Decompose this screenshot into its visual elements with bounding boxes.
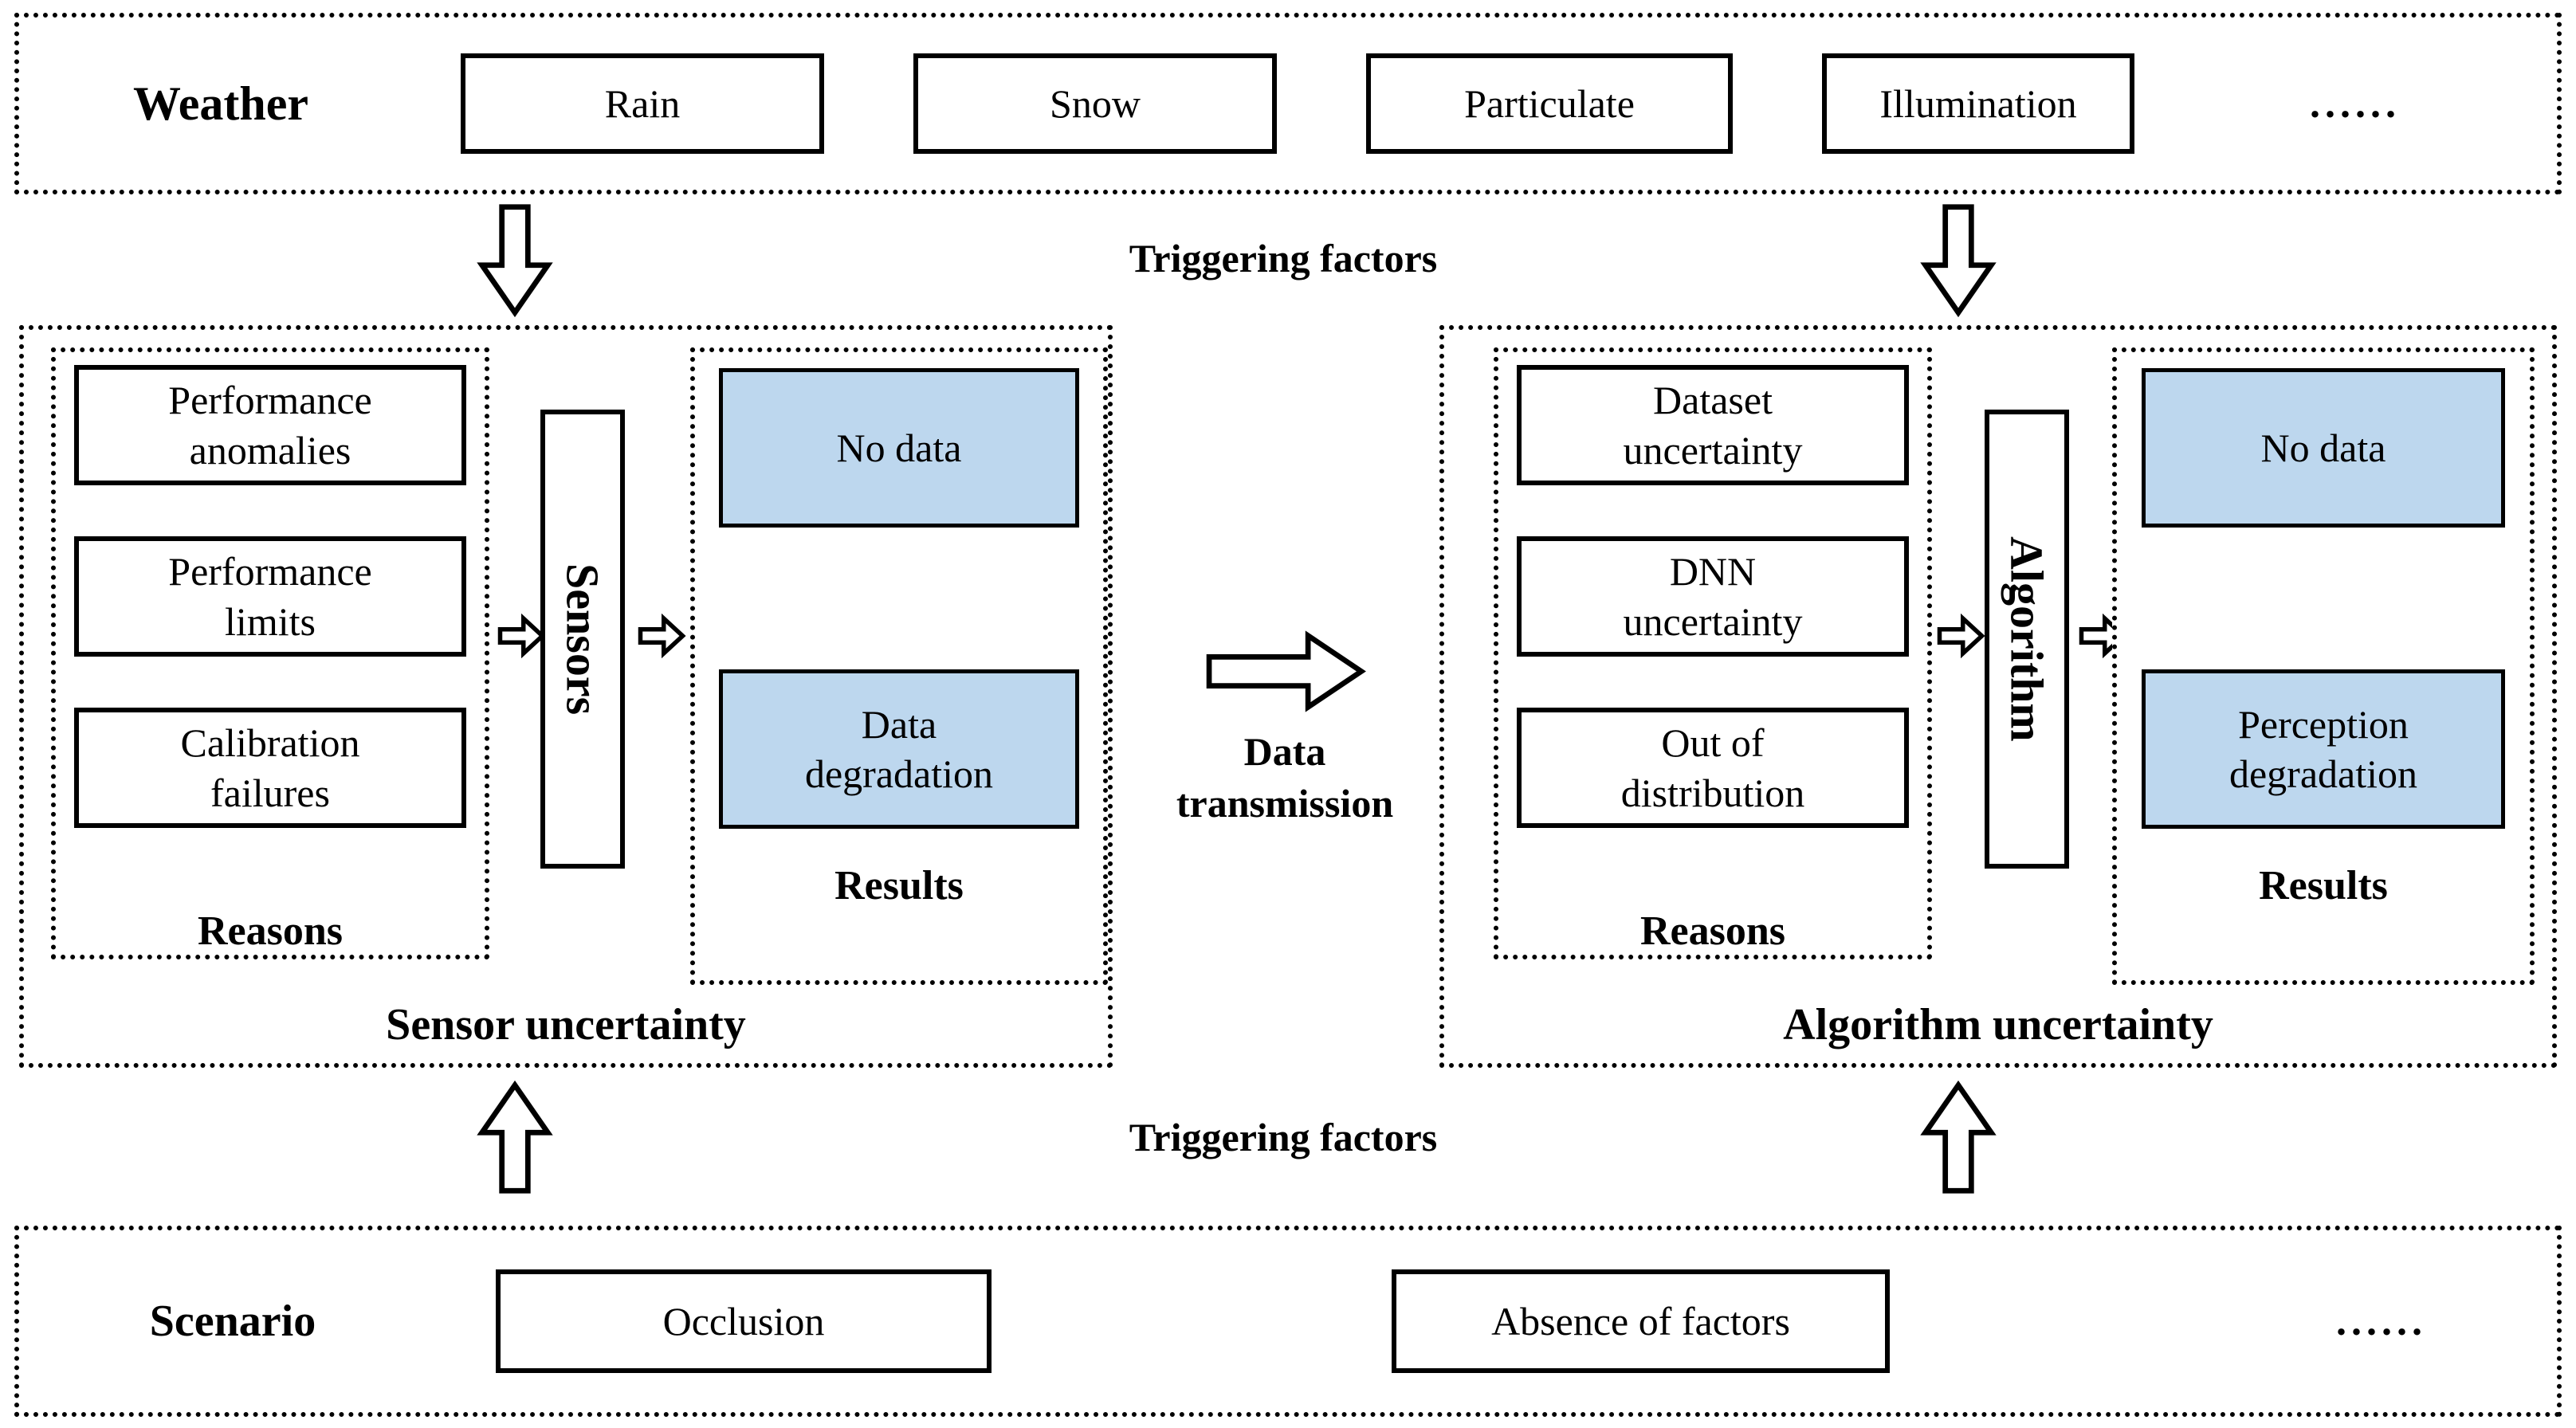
weather-factor-box-rain: Rain <box>461 53 824 154</box>
sensor-uncertainty-title: Sensor uncertainty <box>386 1000 746 1049</box>
algorithm-uncertainty-section: Dataset uncertainty DNN uncertainty Out … <box>1439 325 2557 1068</box>
result-box-data-degradation: Data degradation <box>719 669 1079 829</box>
up-arrow-icon <box>1920 1081 1997 1195</box>
scenario-band-label: Scenario <box>149 1297 316 1346</box>
weather-factor-box-illumination: Illumination <box>1822 53 2134 154</box>
data-transmission-label: Data transmission <box>1176 729 1394 826</box>
result-label: Data degradation <box>804 701 993 797</box>
weather-factor-label: Illumination <box>1879 80 2077 126</box>
result-box-no-data: No data <box>2142 368 2505 528</box>
scenario-band: Scenario Occlusion Absence of factors ..… <box>14 1226 2562 1417</box>
weather-band: Weather Rain Snow Particulate Illuminati… <box>14 13 2562 194</box>
results-caption: Results <box>2259 863 2388 908</box>
weather-ellipsis: ...... <box>2310 80 2401 127</box>
scenario-factor-label: Occlusion <box>662 1298 825 1344</box>
scenario-ellipsis: ...... <box>2336 1298 2427 1344</box>
sensor-reasons-panel: Performance anomalies Performance limits… <box>51 347 489 959</box>
reason-box: Out of distribution <box>1517 708 1909 828</box>
sensors-box: Sensors <box>540 410 625 869</box>
algorithm-results-panel: No data Perception degradation Results <box>2112 347 2535 985</box>
reason-box: Dataset uncertainty <box>1517 365 1909 485</box>
scenario-factor-label: Absence of factors <box>1491 1298 1790 1344</box>
reason-label: Calibration failures <box>180 720 360 815</box>
algorithm-box: Algorithm <box>1985 410 2069 869</box>
up-arrow-icon <box>477 1081 553 1195</box>
triggering-factors-top-label: Triggering factors <box>1129 236 1438 280</box>
algorithm-uncertainty-title: Algorithm uncertainty <box>1783 1000 2213 1049</box>
weather-factor-label: Rain <box>604 80 681 126</box>
scenario-factor-box-occlusion: Occlusion <box>496 1269 992 1373</box>
result-label: Perception degradation <box>2228 701 2417 797</box>
result-label: No data <box>836 425 962 470</box>
small-right-arrow-icon <box>496 614 547 658</box>
result-label: No data <box>2260 425 2386 470</box>
reason-box: Performance anomalies <box>74 365 466 485</box>
sensor-uncertainty-section: Performance anomalies Performance limits… <box>19 325 1113 1068</box>
big-right-arrow-icon <box>1117 630 1452 713</box>
reason-label: DNN uncertainty <box>1623 549 1803 644</box>
reason-label: Performance anomalies <box>168 378 372 473</box>
result-box-perception-degradation: Perception degradation <box>2142 669 2505 829</box>
down-arrow-icon <box>477 202 553 317</box>
reasons-caption: Reasons <box>197 908 344 954</box>
reason-box: DNN uncertainty <box>1517 536 1909 657</box>
reason-box: Calibration failures <box>74 708 466 828</box>
weather-factor-label: Snow <box>1050 80 1141 126</box>
reason-box: Performance limits <box>74 536 466 657</box>
weather-factor-box-snow: Snow <box>913 53 1277 154</box>
sensor-results-panel: No data Data degradation Results <box>690 347 1108 985</box>
scenario-factor-box-absence: Absence of factors <box>1392 1269 1890 1373</box>
sensors-label: Sensors <box>556 563 609 716</box>
algorithm-reasons-panel: Dataset uncertainty DNN uncertainty Out … <box>1494 347 1932 959</box>
reason-label: Performance limits <box>168 549 372 644</box>
weather-band-label: Weather <box>133 76 308 130</box>
down-arrow-icon <box>1920 202 1997 317</box>
weather-factor-box-particulate: Particulate <box>1366 53 1733 154</box>
small-right-arrow-icon <box>636 614 687 658</box>
reasons-caption: Reasons <box>1639 908 1786 954</box>
small-right-arrow-icon <box>1935 614 1986 658</box>
triggering-factors-bottom-label: Triggering factors <box>1129 1115 1438 1159</box>
weather-factor-label: Particulate <box>1464 80 1635 126</box>
algorithm-label: Algorithm <box>2001 536 2053 742</box>
result-box-no-data: No data <box>719 368 1079 528</box>
reason-label: Dataset uncertainty <box>1623 378 1803 473</box>
data-transmission-group: Data transmission <box>1117 630 1452 830</box>
reason-label: Out of distribution <box>1620 720 1805 815</box>
results-caption: Results <box>834 863 964 908</box>
